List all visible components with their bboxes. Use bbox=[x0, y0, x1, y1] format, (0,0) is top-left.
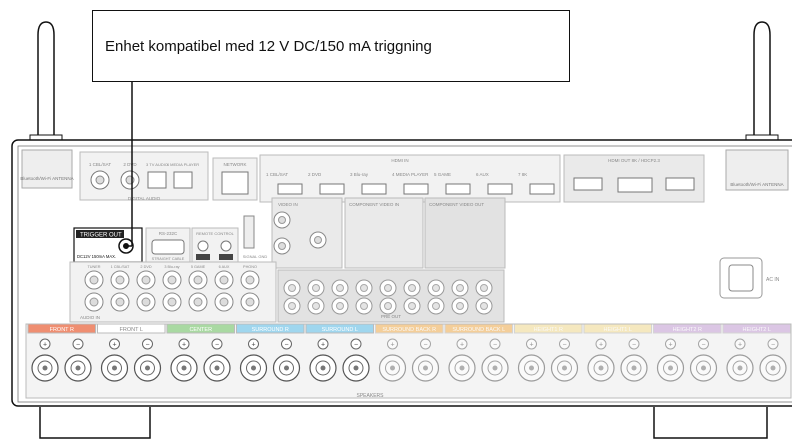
right-antenna bbox=[746, 22, 778, 141]
hdmi-in-label: 5 GAME bbox=[434, 172, 451, 177]
speaker-group-label: SURROUND BACK R bbox=[382, 327, 436, 333]
signal-gnd-screw bbox=[244, 216, 254, 248]
hdmi-in-port bbox=[278, 184, 302, 194]
speaker-polarity-symbol: − bbox=[354, 342, 358, 349]
ac-in-socket bbox=[729, 265, 753, 291]
speaker-polarity-symbol: + bbox=[529, 342, 533, 349]
hdmi-in-label: 1 CBL/SAT bbox=[266, 172, 288, 177]
speaker-polarity-symbol: − bbox=[76, 342, 80, 349]
speaker-polarity-symbol: − bbox=[562, 342, 566, 349]
hdmi-in-label: 4 MEDIA PLAYER bbox=[392, 172, 429, 177]
audio-in-title: AUDIO IN bbox=[80, 315, 100, 320]
remote-in-jack bbox=[198, 241, 208, 251]
trigger-out-title: TRIGGER OUT bbox=[80, 233, 122, 239]
speaker-polarity-symbol: + bbox=[460, 342, 464, 349]
audio-in-label: 6 AUX bbox=[219, 265, 230, 269]
audio-in-label: 3 Blu-ray bbox=[164, 265, 179, 269]
speaker-polarity-symbol: + bbox=[599, 342, 603, 349]
speaker-polarity-symbol: + bbox=[390, 342, 394, 349]
network-port bbox=[222, 172, 248, 194]
audio-in-label: 2 DVD bbox=[140, 265, 151, 269]
speaker-group-label: HEIGHT2 R bbox=[673, 327, 702, 333]
speaker-polarity-symbol: + bbox=[182, 342, 186, 349]
callout-text: Enhet kompatibel med 12 V DC/150 mA trig… bbox=[105, 38, 432, 55]
trigger-out-spec: DC12V 150mA MAX. bbox=[77, 254, 116, 259]
trigger-device-callout: Enhet kompatibel med 12 V DC/150 mA trig… bbox=[92, 10, 570, 82]
signal-gnd-label: SIGNAL GND bbox=[243, 254, 268, 259]
left-foot bbox=[40, 407, 150, 438]
speaker-polarity-symbol: + bbox=[251, 342, 255, 349]
remote-label: REMOTE CONTROL bbox=[196, 231, 235, 236]
antenna-label-right: Bluetooth/Wi-Fi ANTENNA bbox=[730, 182, 783, 187]
digital-audio-title: DIGITAL AUDIO bbox=[128, 196, 161, 201]
hdmi-in-block bbox=[260, 155, 560, 202]
audio-in-label: PHONO bbox=[243, 265, 257, 269]
antenna-base-left bbox=[22, 150, 72, 188]
hdmi-out-port-1 bbox=[574, 178, 602, 190]
video-title: VIDEO IN bbox=[278, 202, 298, 207]
rs232c-cable: STRAIGHT CABLE bbox=[152, 257, 185, 261]
speaker-polarity-symbol: − bbox=[771, 342, 775, 349]
audio-in-label: TUNER bbox=[87, 265, 100, 269]
hdmi-out-port-3 bbox=[666, 178, 694, 190]
optical1-label: 3 TV AUDIO bbox=[146, 162, 168, 167]
component-in-block bbox=[345, 198, 423, 268]
speaker-group-label: SURROUND L bbox=[322, 327, 358, 333]
hdmi-in-label: 2 DVD bbox=[308, 172, 322, 177]
speaker-polarity-symbol: − bbox=[215, 342, 219, 349]
component-out-title: COMPONENT VIDEO OUT bbox=[429, 202, 484, 207]
antenna-label-left: Bluetooth/Wi-Fi ANTENNA bbox=[20, 176, 73, 181]
hdmi-in-port bbox=[488, 184, 512, 194]
left-antenna bbox=[30, 22, 62, 141]
component-out-block bbox=[425, 198, 505, 268]
component-in-title: COMPONENT VIDEO IN bbox=[349, 202, 399, 207]
ac-in-label: AC IN bbox=[766, 277, 780, 283]
speaker-group-label: FRONT R bbox=[50, 327, 74, 333]
hdmi-in-label: 6 AUX bbox=[476, 172, 489, 177]
speaker-group-label: SURROUND R bbox=[252, 327, 289, 333]
rs232c-port bbox=[152, 240, 184, 254]
speaker-group-label: HEIGHT1 L bbox=[604, 327, 632, 333]
hdmi-in-port bbox=[362, 184, 386, 194]
speaker-group-label: HEIGHT1 R bbox=[534, 327, 563, 333]
hdmi-out-header: HDMI OUT 8K / HDCP2.3 bbox=[608, 158, 660, 163]
network-label: NETWORK bbox=[224, 162, 247, 167]
optical-jack-1 bbox=[148, 172, 166, 188]
hdmi-in-port bbox=[404, 184, 428, 194]
audio-in-label: 5 GAME bbox=[191, 265, 206, 269]
speaker-polarity-symbol: + bbox=[321, 342, 325, 349]
speaker-polarity-symbol: − bbox=[145, 342, 149, 349]
hdmi-in-label: 7 8K bbox=[518, 172, 527, 177]
hdmi-in-header: HDMI IN bbox=[391, 158, 408, 163]
right-foot bbox=[654, 407, 767, 438]
optical2-label: 4 MEDIA PLAYER bbox=[167, 162, 199, 167]
hdmi-out-port-2 bbox=[618, 178, 652, 192]
speaker-polarity-symbol: + bbox=[668, 342, 672, 349]
speakers-title: SPEAKERS bbox=[357, 393, 385, 399]
speaker-polarity-symbol: + bbox=[43, 342, 47, 349]
speaker-polarity-symbol: − bbox=[701, 342, 705, 349]
rs232c-label: RS-232C bbox=[159, 231, 178, 236]
speaker-polarity-symbol: + bbox=[738, 342, 742, 349]
speaker-polarity-symbol: − bbox=[632, 342, 636, 349]
speaker-group-label: HEIGHT2 L bbox=[743, 327, 771, 333]
optical-jack-2 bbox=[174, 172, 192, 188]
pre-out-title: PRE OUT bbox=[381, 314, 401, 319]
coax1-label: 1 CBL/SAT bbox=[89, 162, 111, 167]
remote-out-jack bbox=[221, 241, 231, 251]
hdmi-in-port bbox=[530, 184, 554, 194]
hdmi-in-port bbox=[446, 184, 470, 194]
speaker-group-label: FRONT L bbox=[120, 327, 143, 333]
hdmi-in-label: 3 Blu-ray bbox=[350, 172, 369, 177]
video-block bbox=[272, 198, 342, 268]
coax2-label: 2 DVD bbox=[123, 162, 137, 167]
audio-in-label: 1 CBL/SAT bbox=[111, 265, 130, 269]
speaker-group-label: SURROUND BACK L bbox=[452, 327, 505, 333]
speaker-polarity-symbol: − bbox=[423, 342, 427, 349]
hdmi-in-port bbox=[320, 184, 344, 194]
speaker-polarity-symbol: − bbox=[493, 342, 497, 349]
speaker-group-label: CENTER bbox=[189, 327, 212, 333]
speaker-polarity-symbol: − bbox=[284, 342, 288, 349]
speaker-polarity-symbol: + bbox=[112, 342, 116, 349]
